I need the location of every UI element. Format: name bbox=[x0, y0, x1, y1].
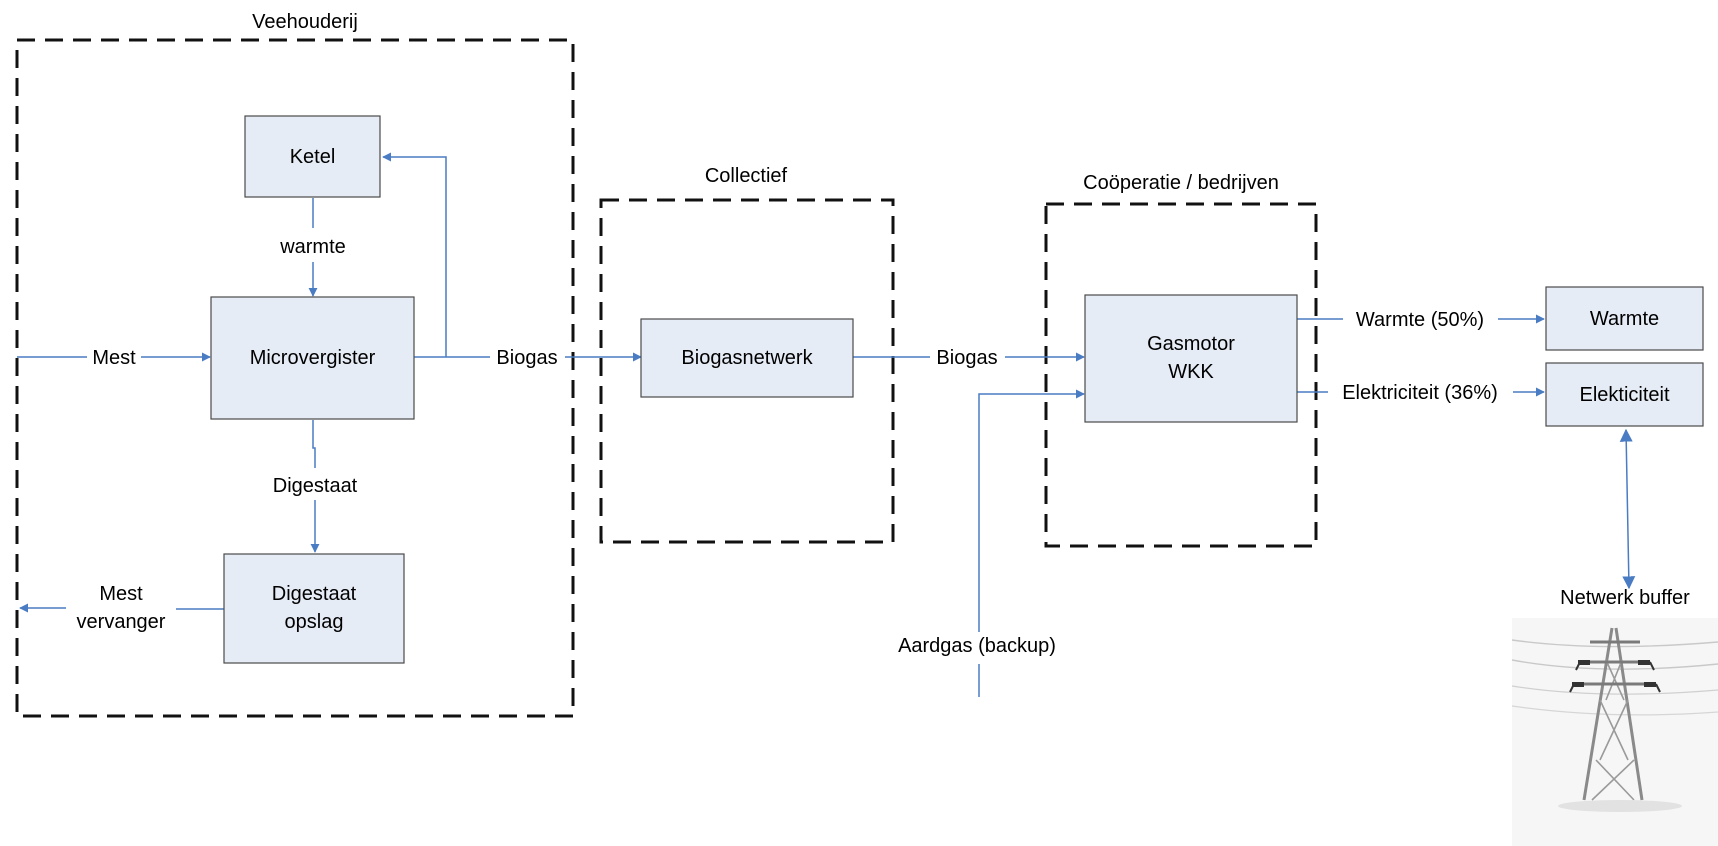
group-title-cooperatie: Coöperatie / bedrijven bbox=[1083, 172, 1279, 194]
power-pylon-icon bbox=[1511, 618, 1718, 846]
group-title-veehouderij: Veehouderij bbox=[252, 11, 358, 33]
node-warmte: Warmte bbox=[1545, 286, 1704, 351]
node-ketel: Ketel bbox=[244, 115, 381, 198]
flow-label-mest-vervanger-line1: Mest bbox=[99, 583, 143, 605]
flow-labels: warmte Mest Biogas Digestaat Mest vervan… bbox=[77, 236, 1498, 657]
wire-network-buffer bbox=[1619, 428, 1636, 590]
group-title-collectief: Collectief bbox=[705, 165, 788, 187]
node-microvergister: Microvergister bbox=[210, 296, 415, 420]
flow-label-digestaat: Digestaat bbox=[273, 475, 358, 497]
wire-biogas-to-ketel bbox=[382, 152, 447, 357]
node-gasmotor: Gasmotor WKK bbox=[1084, 294, 1298, 423]
wire-digestaat-top bbox=[312, 420, 316, 468]
flow-label-elektriciteit-pct: Elektriciteit (36%) bbox=[1342, 382, 1498, 404]
node-gasmotor-line1: Gasmotor bbox=[1147, 333, 1235, 355]
group-veehouderij: Veehouderij bbox=[15, 11, 575, 718]
node-digestaat-opslag-line1: Digestaat bbox=[272, 583, 357, 605]
node-warmte-label: Warmte bbox=[1590, 308, 1659, 330]
flow-label-warmte-pct: Warmte (50%) bbox=[1356, 309, 1484, 331]
node-microvergister-label: Microvergister bbox=[250, 347, 376, 369]
flow-label-biogas-2: Biogas bbox=[936, 347, 997, 369]
group-cooperatie: Coöperatie / bedrijven bbox=[1044, 172, 1318, 548]
flow-label-aardgas: Aardgas (backup) bbox=[898, 635, 1056, 657]
node-digestaat-opslag: Digestaat opslag bbox=[223, 553, 405, 664]
network-buffer: Netwerk buffer bbox=[1511, 587, 1718, 846]
network-buffer-label: Netwerk buffer bbox=[1560, 587, 1690, 609]
flow-label-warmte: warmte bbox=[279, 236, 346, 258]
group-collectief: Collectief bbox=[599, 165, 895, 544]
node-elektriciteit-label: Elekticiteit bbox=[1579, 384, 1669, 406]
node-digestaat-opslag-line2: opslag bbox=[285, 611, 344, 633]
node-biogasnetwerk: Biogasnetwerk bbox=[640, 318, 854, 398]
flow-label-biogas-1: Biogas bbox=[496, 347, 557, 369]
connections bbox=[17, 152, 1636, 697]
node-gasmotor-line2: WKK bbox=[1168, 361, 1214, 383]
node-ketel-label: Ketel bbox=[290, 146, 336, 168]
node-biogasnetwerk-label: Biogasnetwerk bbox=[681, 347, 813, 369]
flow-label-mest-in: Mest bbox=[92, 347, 136, 369]
node-elektriciteit: Elekticiteit bbox=[1545, 362, 1704, 427]
flow-label-mest-vervanger-line2: vervanger bbox=[77, 611, 166, 633]
wire-aardgas-up bbox=[978, 389, 1085, 632]
